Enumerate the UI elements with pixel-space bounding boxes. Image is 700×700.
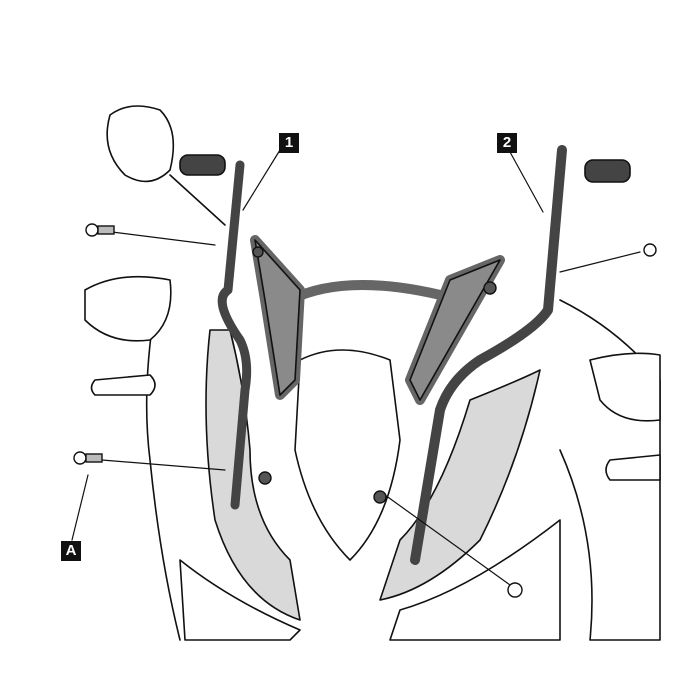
bracket-2 (410, 145, 567, 565)
callout-a: A (61, 541, 81, 561)
screw-top-left (85, 223, 99, 237)
grip-left (179, 154, 226, 176)
right-body (559, 299, 661, 641)
mirror (106, 105, 175, 183)
left-handguard (84, 275, 172, 342)
screw-right (643, 243, 657, 257)
screw-icons (73, 223, 657, 598)
left-indicator (90, 374, 156, 396)
headlight-left (179, 559, 301, 641)
callout-1: 1 (279, 133, 299, 153)
bracket-1 (217, 160, 252, 510)
screw-bottom-left (73, 451, 87, 465)
center-nose (294, 349, 401, 561)
grip-right (584, 159, 631, 183)
callout-2: 2 (497, 133, 517, 153)
screw-bottom-right (507, 582, 523, 598)
mirror-stem (169, 174, 226, 226)
right-handguard (589, 352, 661, 422)
right-indicator (605, 454, 661, 481)
headlight-right (389, 519, 561, 641)
